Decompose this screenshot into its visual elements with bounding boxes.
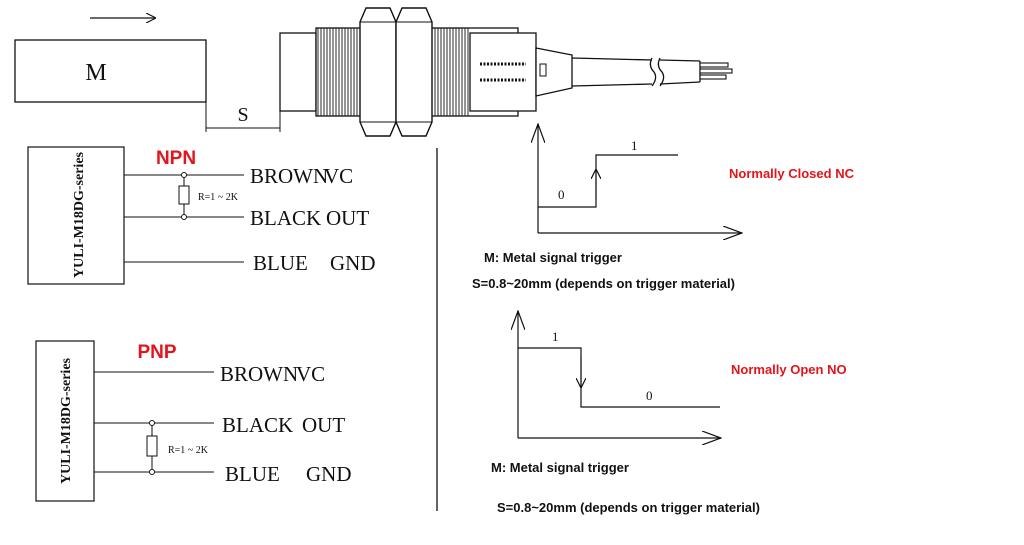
cable-gland <box>535 47 573 97</box>
pnp-device-label: YULI-M18DG-series <box>59 357 74 484</box>
pnp-junction-top <box>149 420 155 426</box>
npn-title: NPN <box>156 148 196 169</box>
nc-note-trigger: M: Metal signal trigger <box>484 250 622 265</box>
cable-break-left <box>649 57 657 87</box>
pnp-wire-brown-name: BROWN <box>220 362 298 386</box>
npn-wire-blue-function: GND <box>330 251 376 275</box>
npn-wire-blue-name: BLUE <box>253 251 308 275</box>
npn-wire-black-function: OUT <box>326 206 369 230</box>
no-high-label: 1 <box>552 329 559 344</box>
no-signal-trace <box>518 347 720 408</box>
pnp-resistor-label: R=1 ~ 2K <box>168 445 209 456</box>
npn-junction-top <box>181 172 187 178</box>
pnp-device-box <box>35 340 95 502</box>
target-and-sensor: M S <box>14 7 733 137</box>
no-title: Normally Open NO <box>731 362 847 377</box>
target-label: M <box>85 60 106 86</box>
npn-device-box <box>27 146 125 285</box>
pnp-wire-blue-function: GND <box>306 462 352 486</box>
sensor-rear-housing <box>469 32 537 112</box>
cable-break-right <box>657 57 665 87</box>
pnp-junction-bottom <box>149 469 155 475</box>
no-note-trigger: M: Metal signal trigger <box>491 460 629 475</box>
sensor-nut-left <box>359 7 397 137</box>
npn-wire-black-name: BLACK <box>250 206 321 230</box>
sensor-nut-right <box>395 7 433 137</box>
no-low-label: 0 <box>646 388 653 403</box>
cable-top <box>571 57 653 61</box>
pnp-wire-brown-function: VC <box>296 362 325 386</box>
nc-title: Normally Closed NC <box>729 166 855 181</box>
nc-timing-chart: 0 1 Normally Closed NC M: Metal signal t… <box>472 124 855 291</box>
nc-high-label: 1 <box>631 138 638 153</box>
npn-wiring: NPN YULI-M18DG-series R=1 ~ 2K BROWN VC … <box>27 146 376 285</box>
pnp-resistor <box>146 435 158 457</box>
pnp-wire-blue-name: BLUE <box>225 462 280 486</box>
npn-resistor-label: R=1 ~ 2K <box>198 192 239 203</box>
pnp-wiring: PNP YULI-M18DG-series R=1 ~ 2K BROWN VC … <box>35 340 352 502</box>
cable-top-2 <box>659 59 701 62</box>
no-note-distance: S=0.8~20mm (depends on trigger material) <box>497 500 760 515</box>
pnp-title: PNP <box>137 342 176 363</box>
pnp-wire-black-function: OUT <box>302 413 345 437</box>
npn-junction-bottom <box>181 214 187 220</box>
npn-wire-brown-function: VC <box>324 164 353 188</box>
metal-target-block <box>14 39 207 103</box>
no-timing-chart: 1 0 Normally Open NO M: Metal signal tri… <box>491 311 847 515</box>
gap-label: S <box>237 104 248 126</box>
cable-bottom-2 <box>659 81 701 85</box>
sensor-face <box>279 32 317 112</box>
cable-gland-ring <box>539 63 547 77</box>
npn-resistor <box>178 185 190 205</box>
npn-device-label: YULI-M18DG-series <box>72 151 87 278</box>
nc-note-distance: S=0.8~20mm (depends on trigger material) <box>472 276 735 291</box>
npn-wire-brown-name: BROWN <box>250 164 328 188</box>
pnp-wire-black-name: BLACK <box>222 413 293 437</box>
wire-tips <box>699 62 733 80</box>
cable-bottom <box>571 83 653 87</box>
nc-low-label: 0 <box>558 187 565 202</box>
